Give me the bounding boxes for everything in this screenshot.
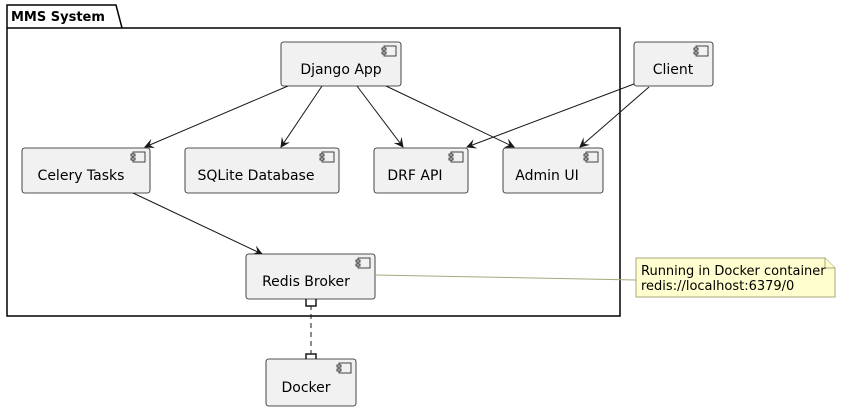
component-redis-label: Redis Broker xyxy=(262,274,350,290)
note-redis: Running in Docker container redis://loca… xyxy=(635,257,836,298)
component-celery[interactable]: Celery Tasks xyxy=(21,147,151,194)
edges xyxy=(132,83,650,354)
edge-redis-note xyxy=(375,274,637,281)
package-title: MMS System xyxy=(11,10,105,25)
component-docker[interactable]: Docker xyxy=(265,358,357,407)
component-sqlite-label: SQLite Database xyxy=(198,168,315,184)
edge-client-admin xyxy=(579,86,650,148)
edge-django-sqlite xyxy=(280,85,323,148)
component-drf-label: DRF API xyxy=(387,168,442,184)
note-line-2: redis://localhost:6379/0 xyxy=(641,279,794,294)
edge-django-drf xyxy=(356,85,404,148)
component-django-label: Django App xyxy=(300,62,381,78)
component-admin-label: Admin UI xyxy=(515,168,578,184)
component-celery-label: Celery Tasks xyxy=(38,168,125,184)
edge-client-drf xyxy=(466,83,635,149)
edge-django-admin xyxy=(385,85,515,148)
component-drf[interactable]: DRF API xyxy=(373,147,469,194)
package-mms-system: MMS System xyxy=(6,4,621,317)
component-sqlite[interactable]: SQLite Database xyxy=(184,147,340,194)
component-client-label: Client xyxy=(653,62,694,78)
component-django[interactable]: Django App xyxy=(280,41,402,87)
note-line-1: Running in Docker container xyxy=(641,264,826,279)
component-admin[interactable]: Admin UI xyxy=(502,147,604,194)
component-docker-label: Docker xyxy=(281,380,330,396)
component-client[interactable]: Client xyxy=(633,41,714,87)
edge-django-celery xyxy=(144,85,289,149)
component-redis[interactable]: Redis Broker xyxy=(245,253,376,300)
edge-celery-redis xyxy=(132,192,263,255)
